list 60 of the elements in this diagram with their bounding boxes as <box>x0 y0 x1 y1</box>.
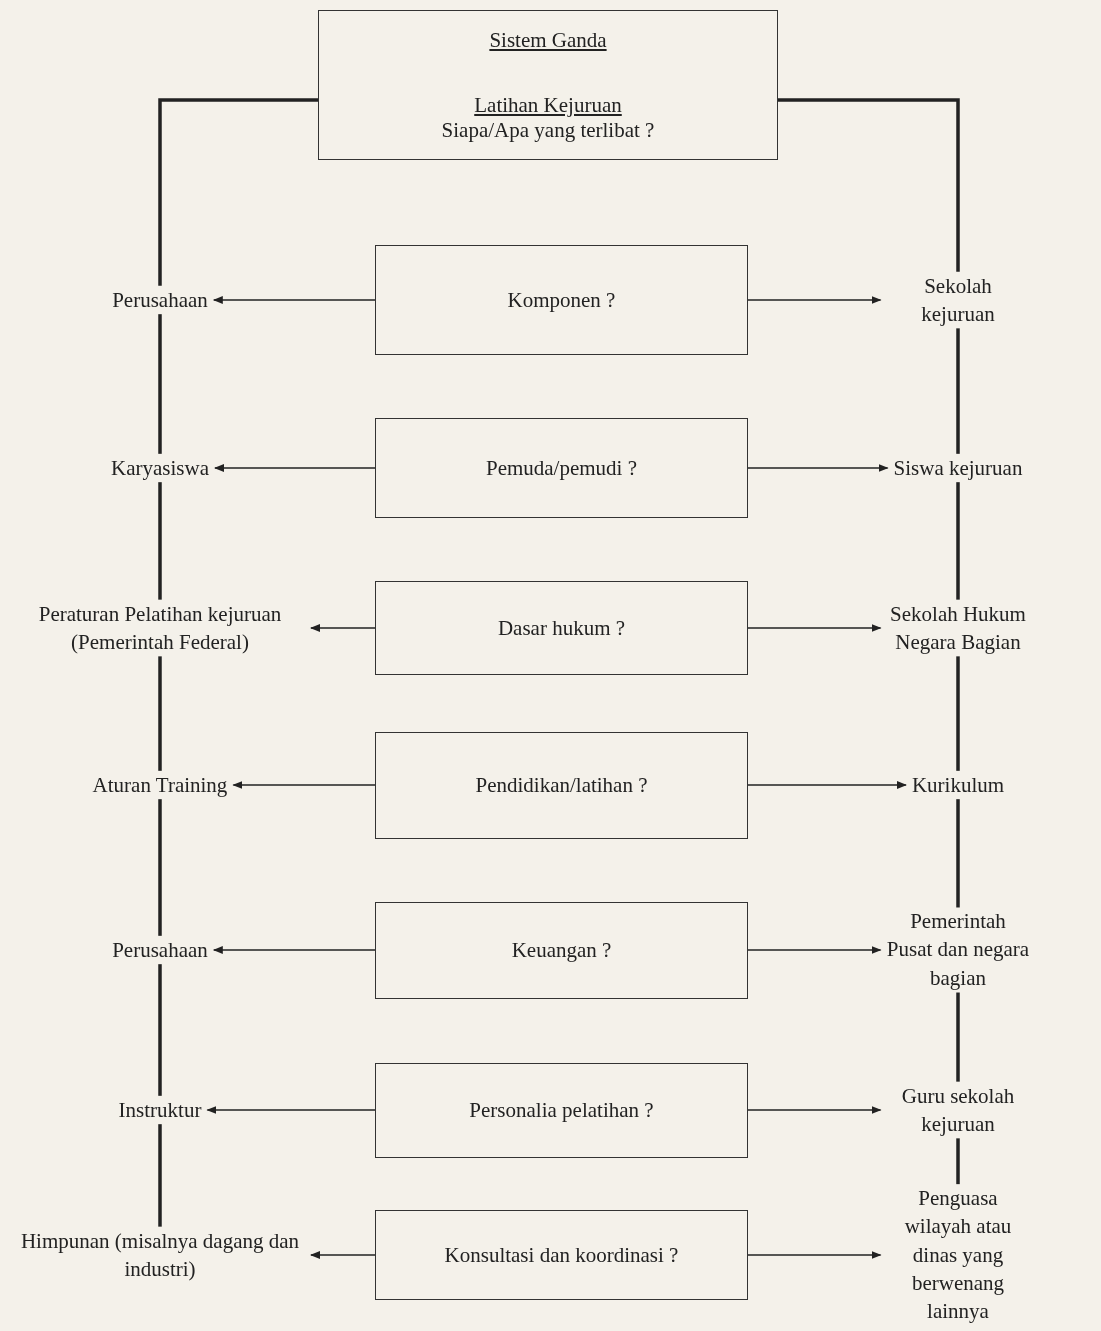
title-box <box>318 10 778 160</box>
node-label: Siswa kejuruan <box>893 453 1023 483</box>
arrow <box>747 464 889 472</box>
node-label: Aturan Training <box>92 770 228 800</box>
arrow <box>232 781 376 789</box>
connector-line <box>158 656 162 771</box>
process-box <box>375 581 748 675</box>
arrow <box>214 464 376 472</box>
connector-line <box>158 799 162 936</box>
node-label: Perusahaan <box>112 285 208 315</box>
box-text: Dasar hukum ? <box>497 615 626 641</box>
connector-line <box>778 98 960 272</box>
process-box <box>375 1210 748 1300</box>
box-text: Personalia pelatihan ? <box>469 1097 654 1123</box>
process-box <box>375 731 748 839</box>
arrow <box>212 946 376 954</box>
box-text: Pemuda/pemudi ? <box>485 455 638 481</box>
connector-line <box>956 1138 960 1185</box>
connector-line <box>158 314 162 454</box>
node-label: Pemerintah Pusat dan negara bagian <box>886 907 1030 993</box>
node-label: Perusahaan <box>112 935 208 965</box>
connector-line <box>158 482 162 600</box>
arrow <box>747 946 882 954</box>
box-text: Pendidikan/latihan ? <box>475 772 648 798</box>
arrow <box>747 296 882 304</box>
heading-text: Latihan Kejuruan <box>474 92 622 118</box>
arrow <box>747 1106 882 1114</box>
node-label: Sekolah Hukum Negara Bagian <box>886 599 1030 657</box>
box-text: Konsultasi dan koordinasi ? <box>444 1242 679 1268</box>
arrow <box>310 1251 376 1259</box>
connector-line <box>158 1124 162 1227</box>
heading-text: Sistem Ganda <box>489 27 607 53</box>
arrow <box>310 624 376 632</box>
arrow <box>747 624 882 632</box>
connector-line <box>956 992 960 1082</box>
node-label: Kurikulum <box>911 770 1005 800</box>
box-text: Siapa/Apa yang terlibat ? <box>441 117 655 143</box>
process-box <box>375 1062 748 1158</box>
node-label: Himpunan (misalnya dagang dan industri) <box>15 1226 305 1284</box>
connector-line <box>158 964 162 1096</box>
connector-line <box>956 799 960 908</box>
process-box <box>375 245 748 355</box>
arrow <box>747 781 907 789</box>
arrow <box>747 1251 882 1259</box>
node-label: Peraturan Pelatihan kejuruan (Pemerintah Federal) <box>15 599 305 657</box>
box-text: Keuangan ? <box>511 937 612 963</box>
node-label: Sekolah kejuruan <box>886 271 1030 329</box>
arrow <box>212 296 376 304</box>
connector-line <box>158 98 318 286</box>
connector-line <box>956 656 960 771</box>
arrow <box>206 1106 376 1114</box>
connector-line <box>956 328 960 454</box>
box-text: Komponen ? <box>507 287 616 313</box>
node-label: Guru sekolah kejuruan <box>886 1081 1030 1139</box>
node-label: Karyasiswa <box>111 453 209 483</box>
node-label: Instruktur <box>118 1095 202 1125</box>
connector-line <box>956 482 960 600</box>
process-box <box>375 418 748 518</box>
node-label: Penguasa wilayah atau dinas yang berwenang lainnya <box>886 1184 1030 1326</box>
process-box <box>375 901 748 999</box>
